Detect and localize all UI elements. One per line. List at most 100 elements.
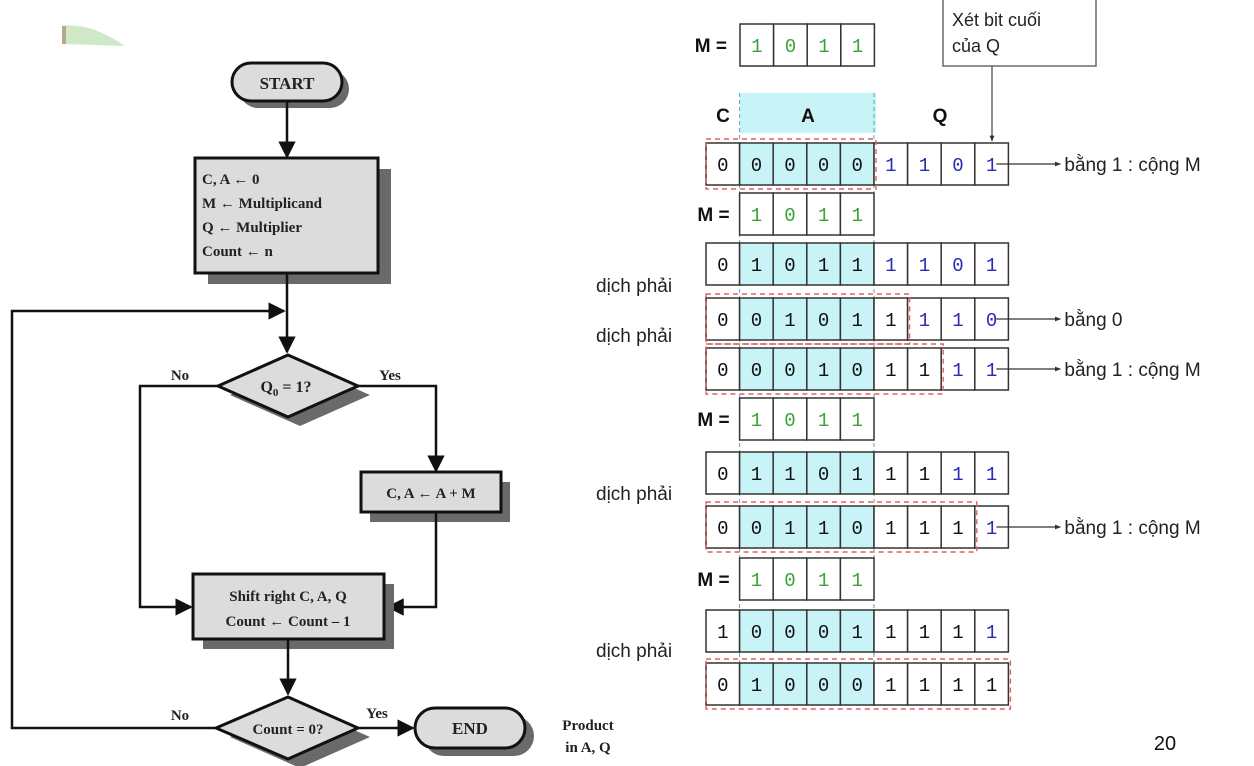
register-bit: 1 [952,518,963,540]
decision2-no-label: No [171,708,189,724]
shift-window-dashed [705,501,978,553]
m-label: M = [697,570,729,591]
q-bit-cell [940,451,976,495]
m-bit-cell [806,192,842,236]
m-bit-cell [772,397,808,441]
init-line-2: M ← Multiplicand [202,196,323,212]
end-label: END [452,719,488,738]
m-bit-cell [806,397,842,441]
q-bit-cell [940,662,976,706]
register-bit: 1 [784,310,795,332]
callout-last-bit: Xét bit cuối của Q [942,0,1097,142]
register-bit: 0 [818,155,829,177]
page-number: 20 [1154,733,1176,755]
register-bit: 1 [885,155,896,177]
register-bit: 1 [851,310,862,332]
m-bit-cell [772,23,808,67]
init-process-box: C, A ← 0 M ← Multiplicand Q ← Multiplier… [193,156,391,284]
m-bit: 1 [851,205,862,227]
m-bit: 1 [818,410,829,432]
m-bit-cell [738,557,774,601]
a-bit-cell [839,505,875,549]
register-bit: 0 [818,675,829,697]
register-bit: 1 [986,255,997,277]
q-bit-cell [873,662,909,706]
register-bit: 1 [919,622,930,644]
m-bit-cell [772,557,808,601]
init-line-1: C, A ← 0 [202,172,260,188]
m-bit: 0 [784,410,795,432]
q-bit-cell [873,347,909,391]
m-bit-cell [839,397,875,441]
q-bit-cell [873,142,909,186]
register-bit: 0 [851,675,862,697]
register-bit: 1 [986,360,997,382]
register-bit: 1 [751,255,762,277]
a-bit-cell [738,297,774,341]
q-bit-cell [906,451,942,495]
register-bit: 1 [717,622,728,644]
q-bit-cell [940,505,976,549]
a-bit-cell [839,347,875,391]
a-header-highlight [740,93,876,133]
shift-window-dashed [705,343,944,395]
register-bit: 0 [818,464,829,486]
add-process-box: C, A ← A + M [359,470,510,522]
shift-right-label: dịch phải [596,641,672,662]
register-bit: 1 [952,622,963,644]
register-bit: 0 [784,360,795,382]
register-bit: 0 [751,155,762,177]
decision2-label: Count = 0? [252,722,323,738]
m-bit: 0 [784,205,795,227]
m-bit-cell [839,192,875,236]
q-bit-cell [940,242,976,286]
register-bit: 0 [818,310,829,332]
c-bit-cell [705,609,741,653]
a-bit-cell [772,505,808,549]
shift-right-label: dịch phải [596,484,672,505]
register-bit: 1 [986,464,997,486]
q-bit-cell [906,347,942,391]
arrow-no-to-shift [138,384,218,616]
register-bit: 1 [986,622,997,644]
register-bit: 1 [885,675,896,697]
step-note: bằng 0 [1064,309,1122,331]
register-bit: 1 [986,518,997,540]
register-bit: 1 [751,675,762,697]
register-bit: 1 [952,675,963,697]
decision-count: Count = 0? No Yes [171,695,388,766]
register-bit: 1 [986,675,997,697]
q-bit-cell [940,297,976,341]
register-bit: 0 [717,675,728,697]
a-bit-cell [806,347,842,391]
loop-back-arrow [10,302,288,730]
start-label: START [260,74,315,93]
register-bit: 0 [851,155,862,177]
init-line-3: Q ← Multiplier [202,220,302,236]
register-bit: 0 [717,310,728,332]
a-bit-cell [772,662,808,706]
a-bit-cell [839,609,875,653]
start-terminal: START [230,61,349,108]
shift-right-label: dịch phải [596,276,672,297]
register-bit: 1 [818,255,829,277]
m-label: M = [697,410,729,431]
q-bit-cell [873,297,909,341]
register-bit: 0 [952,155,963,177]
m-bit: 1 [818,570,829,592]
a-bit-cell [839,451,875,495]
register-bit: 1 [851,464,862,486]
q-bit-cell [873,242,909,286]
register-bit: 0 [851,518,862,540]
register-bit: 0 [751,310,762,332]
m-bit-cell [738,192,774,236]
product-line-1: Product [562,718,613,734]
register-bit: 0 [818,622,829,644]
callout-line-1: Xét bit cuối [952,10,1041,30]
m-bit-cell [772,192,808,236]
decision-q0: Q0 = 1? No Yes [171,353,401,426]
